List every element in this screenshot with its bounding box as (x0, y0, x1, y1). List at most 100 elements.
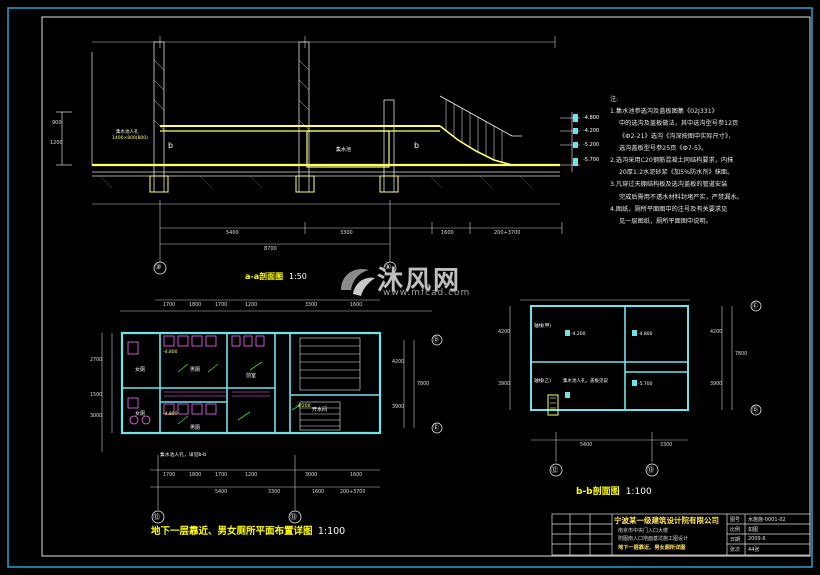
sheet-inner-frame (41, 16, 811, 557)
title-block: 宁波某一级建筑设计院有限公司 南京市中央门入口大楼 附图南入口地面基坑施工图设计… (552, 514, 810, 555)
plan-bottom-dim-4: 1200 (245, 473, 258, 478)
aa-elev-4: -5.700 (583, 157, 600, 163)
plan-label-3: -4.200 (296, 404, 311, 409)
plan-top-dim-5: 3300 (305, 303, 318, 308)
bb-label-5: -4.800 (638, 332, 653, 337)
bb-label-3: 集水池人孔，盖板见说 (563, 379, 608, 384)
plan-title-text: 地下一层靠近、男女厕所平面布置详图 (151, 526, 313, 537)
plan-room-5: 开水间 (312, 407, 328, 413)
watermark: 沐风网 www.mfcad.com (335, 258, 495, 302)
plan-left-dim-1: 2700 (90, 358, 103, 363)
bb-axis-right-2: Ⓓ (752, 407, 759, 414)
title-block-no-label: 图号 (730, 517, 741, 523)
aa-elev-1: -4.800 (583, 115, 600, 121)
aa-side-dim-2: 1200 (50, 140, 63, 146)
general-notes: 注: 1.集水池参选沟及盖板图集《02J331》 中的选沟及盖板做法，其中选沟型… (610, 94, 810, 228)
title-block-drawing-name: 地下一层靠近、男女厕所详图 (618, 545, 686, 551)
title-block-no: 水施施-0001-02 (748, 517, 786, 523)
plan-room-1: 女厕 (135, 367, 146, 373)
plan-drawing (101, 299, 443, 524)
title-block-date: 2009.6 (748, 536, 766, 542)
notes-line: 见一层图纸，厕所平面图中说明。 (619, 218, 712, 226)
plan-bottom-dim-6: 1600 (350, 473, 363, 478)
plan-right-dim-1: 4200 (392, 360, 405, 365)
aa-elev-3: -5.200 (583, 142, 600, 148)
aa-dim-total: 8700 (264, 246, 277, 252)
plan-top-dim-4: 1200 (245, 303, 258, 308)
notes-line: 选沟盖板型号参25页《Ф7-5》。 (619, 144, 708, 152)
title-block-date-label: 日期 (730, 537, 741, 543)
plan-label-4: -4.800 (163, 412, 178, 417)
plan-total-3: 1600 (312, 490, 325, 495)
plan-axis-right-1: Ⓓ (433, 337, 440, 344)
watermark-logo-icon (341, 268, 375, 296)
notes-line: 1.集水池参选沟及盖板图集《02J331》 (610, 108, 718, 116)
notes-heading: 注: (610, 96, 619, 103)
bb-label-1: 轴线(甲) (534, 324, 552, 329)
plan-room-4: 男厕 (190, 425, 201, 431)
plan-top-dim-2: 1800 (189, 303, 202, 308)
notes-line: 完成后需用不透水材料封堵严实，严禁漏水。 (619, 193, 743, 201)
bb-label-6: -5.700 (638, 382, 653, 387)
watermark-brand: 沐风网 (377, 266, 462, 296)
bb-label-2: 轴线(乙) (534, 379, 552, 384)
watermark-url: www.mfcad.com (383, 288, 471, 298)
section-bb-scale: 1:100 (625, 487, 652, 497)
section-aa-drawing (56, 36, 580, 275)
section-aa-title: a-a剖面图 1:50 (245, 271, 307, 282)
title-block-project: 南京市中央门入口大楼 (618, 528, 669, 534)
bb-label-4: -4.200 (571, 332, 586, 337)
sheet-outer-frame (7, 7, 813, 568)
plan-left-dim-2: 1500 (90, 393, 103, 398)
aa-mark-b1: b (168, 141, 174, 150)
plan-label-2: -4.800 (163, 350, 178, 355)
plan-room-2: 男厕 (190, 367, 201, 373)
section-aa-title-text: a-a剖面图 (245, 272, 284, 281)
plan-right-dim-3: 7800 (417, 382, 430, 387)
section-bb-title-text: b-b剖面图 (576, 487, 620, 497)
notes-line: 2.选沟采用C20钢筋混凝土同结构要求，内抹 (610, 157, 734, 165)
notes-line: 4.图纸，厕所平面图中的注号及有关要求见 (610, 205, 728, 213)
plan-axis-right-2: Ⓔ (433, 425, 440, 432)
plan-total-1: 5400 (215, 490, 228, 495)
title-block-scale: 如图 (748, 527, 759, 533)
plan-left-dim-3: 3000 (90, 414, 103, 419)
plan-top-dim-3: 1700 (215, 303, 228, 308)
bb-axis-bottom-2: ⑬ (647, 466, 654, 474)
title-block-subproject: 附图南入口地面基坑施工图设计 (618, 536, 689, 542)
plan-axis-bottom-1: ⑫ (153, 513, 160, 521)
plan-total-2: 3300 (268, 490, 281, 495)
plan-top-dim-1: 1700 (163, 303, 176, 308)
title-block-sheet-label: 张次 (730, 547, 741, 553)
plan-bottom-dim-2: 1800 (189, 473, 202, 478)
aa-elev-2: -4.200 (583, 128, 600, 134)
bb-right-dim-3: 7800 (735, 352, 748, 357)
plan-room-3: 女厕 (135, 411, 146, 417)
title-block-company: 宁波某一级建筑设计院有限公司 (614, 516, 719, 525)
bb-bottom-dim-2: 3300 (660, 443, 673, 448)
notes-line: 中的选沟及盖板做法，其中选沟型号参12页 (619, 120, 739, 128)
title-block-scale-label: 比例 (730, 527, 741, 533)
section-bb-title: b-b剖面图 1:100 (576, 484, 652, 497)
aa-dim-2: 3300 (340, 230, 353, 236)
aa-room-label: 集水池 (336, 147, 352, 153)
aa-dim-3: 1600 (441, 230, 454, 236)
plan-label-1: 集水池人孔，详见b-b (160, 453, 207, 458)
plan-right-dim-2: 3900 (392, 405, 405, 410)
bb-axis-bottom-1: ⑫ (551, 466, 558, 474)
plan-bottom-dim-5: 3000 (305, 473, 318, 478)
plan-room-6: 前室 (246, 373, 257, 379)
plan-bottom-dim-3: 1700 (215, 473, 228, 478)
bb-right-dim-2: 3900 (710, 382, 723, 387)
plan-title: 地下一层靠近、男女厕所平面布置详图 1:100 (151, 523, 345, 537)
aa-side-dim-1: 900 (52, 120, 62, 126)
aa-left-note-2: 1400×800(800) (112, 136, 148, 141)
plan-bottom-dim-1: 1700 (163, 473, 176, 478)
aa-axis-2: ⑥ (385, 263, 392, 271)
aa-dim-4: 200+3700 (494, 230, 521, 236)
notes-line: 20厚1:2水泥砂浆《加5%防水剂》抹面。 (619, 169, 734, 177)
plan-top-dim-6: 1600 (350, 303, 363, 308)
bb-bottom-dim-1: 5400 (580, 443, 593, 448)
notes-line: 《Ф2-21》选沟《沟深按图中实际尺寸》， (619, 132, 735, 140)
